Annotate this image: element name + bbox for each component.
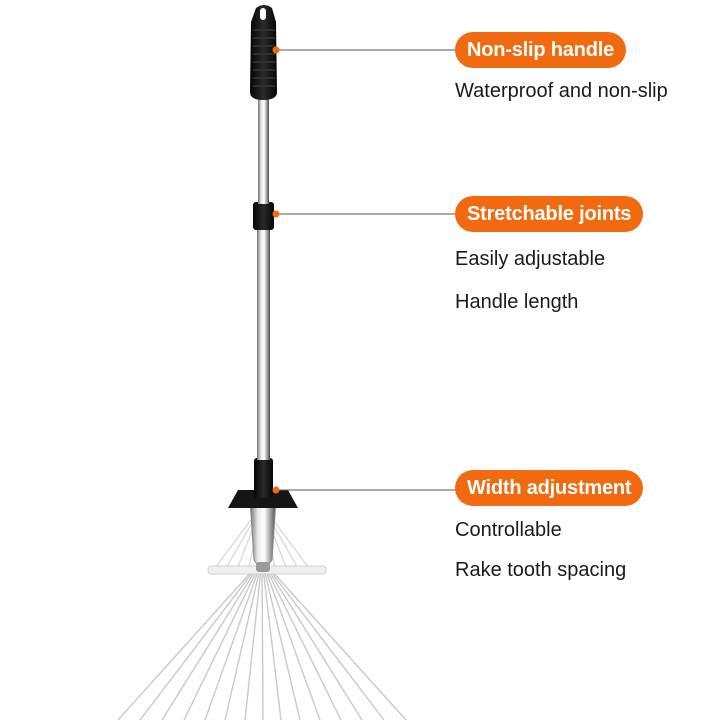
- leader-line-1: [272, 46, 458, 54]
- rake-head-plate: [249, 499, 277, 568]
- leader-line-2: [272, 210, 458, 218]
- feature-description-line: Waterproof and non-slip: [455, 80, 668, 102]
- callout-stretchable-joints: Stretchable joints Easily adjustable Han…: [455, 196, 644, 318]
- hang-hole: [260, 8, 266, 20]
- feature-description-line: Easily adjustable: [455, 248, 606, 270]
- width-adjust-collar: [254, 458, 273, 498]
- width-adjust-bracket: [228, 490, 298, 508]
- stretchable-joint: [253, 202, 274, 230]
- feature-description-line: Handle length: [455, 291, 579, 313]
- feature-badge: Stretchable joints: [455, 196, 644, 232]
- spacing-screw: [256, 562, 270, 572]
- lower-tube: [257, 226, 270, 460]
- rake-tines: [117, 559, 407, 720]
- grip-ridges: [253, 29, 275, 87]
- feature-description-line: Controllable: [455, 519, 562, 541]
- feature-badge: Non-slip handle: [455, 32, 627, 68]
- callout-width-adjustment: Width adjustment Controllable Rake tooth…: [455, 470, 644, 586]
- leader-line-3: [272, 486, 458, 494]
- upper-tube: [258, 96, 269, 204]
- feature-badge: Width adjustment: [455, 470, 644, 506]
- feature-description-line: Rake tooth spacing: [455, 559, 627, 581]
- callout-non-slip-handle: Non-slip handle Waterproof and non-slip: [455, 32, 668, 107]
- handle-grip: [250, 5, 277, 100]
